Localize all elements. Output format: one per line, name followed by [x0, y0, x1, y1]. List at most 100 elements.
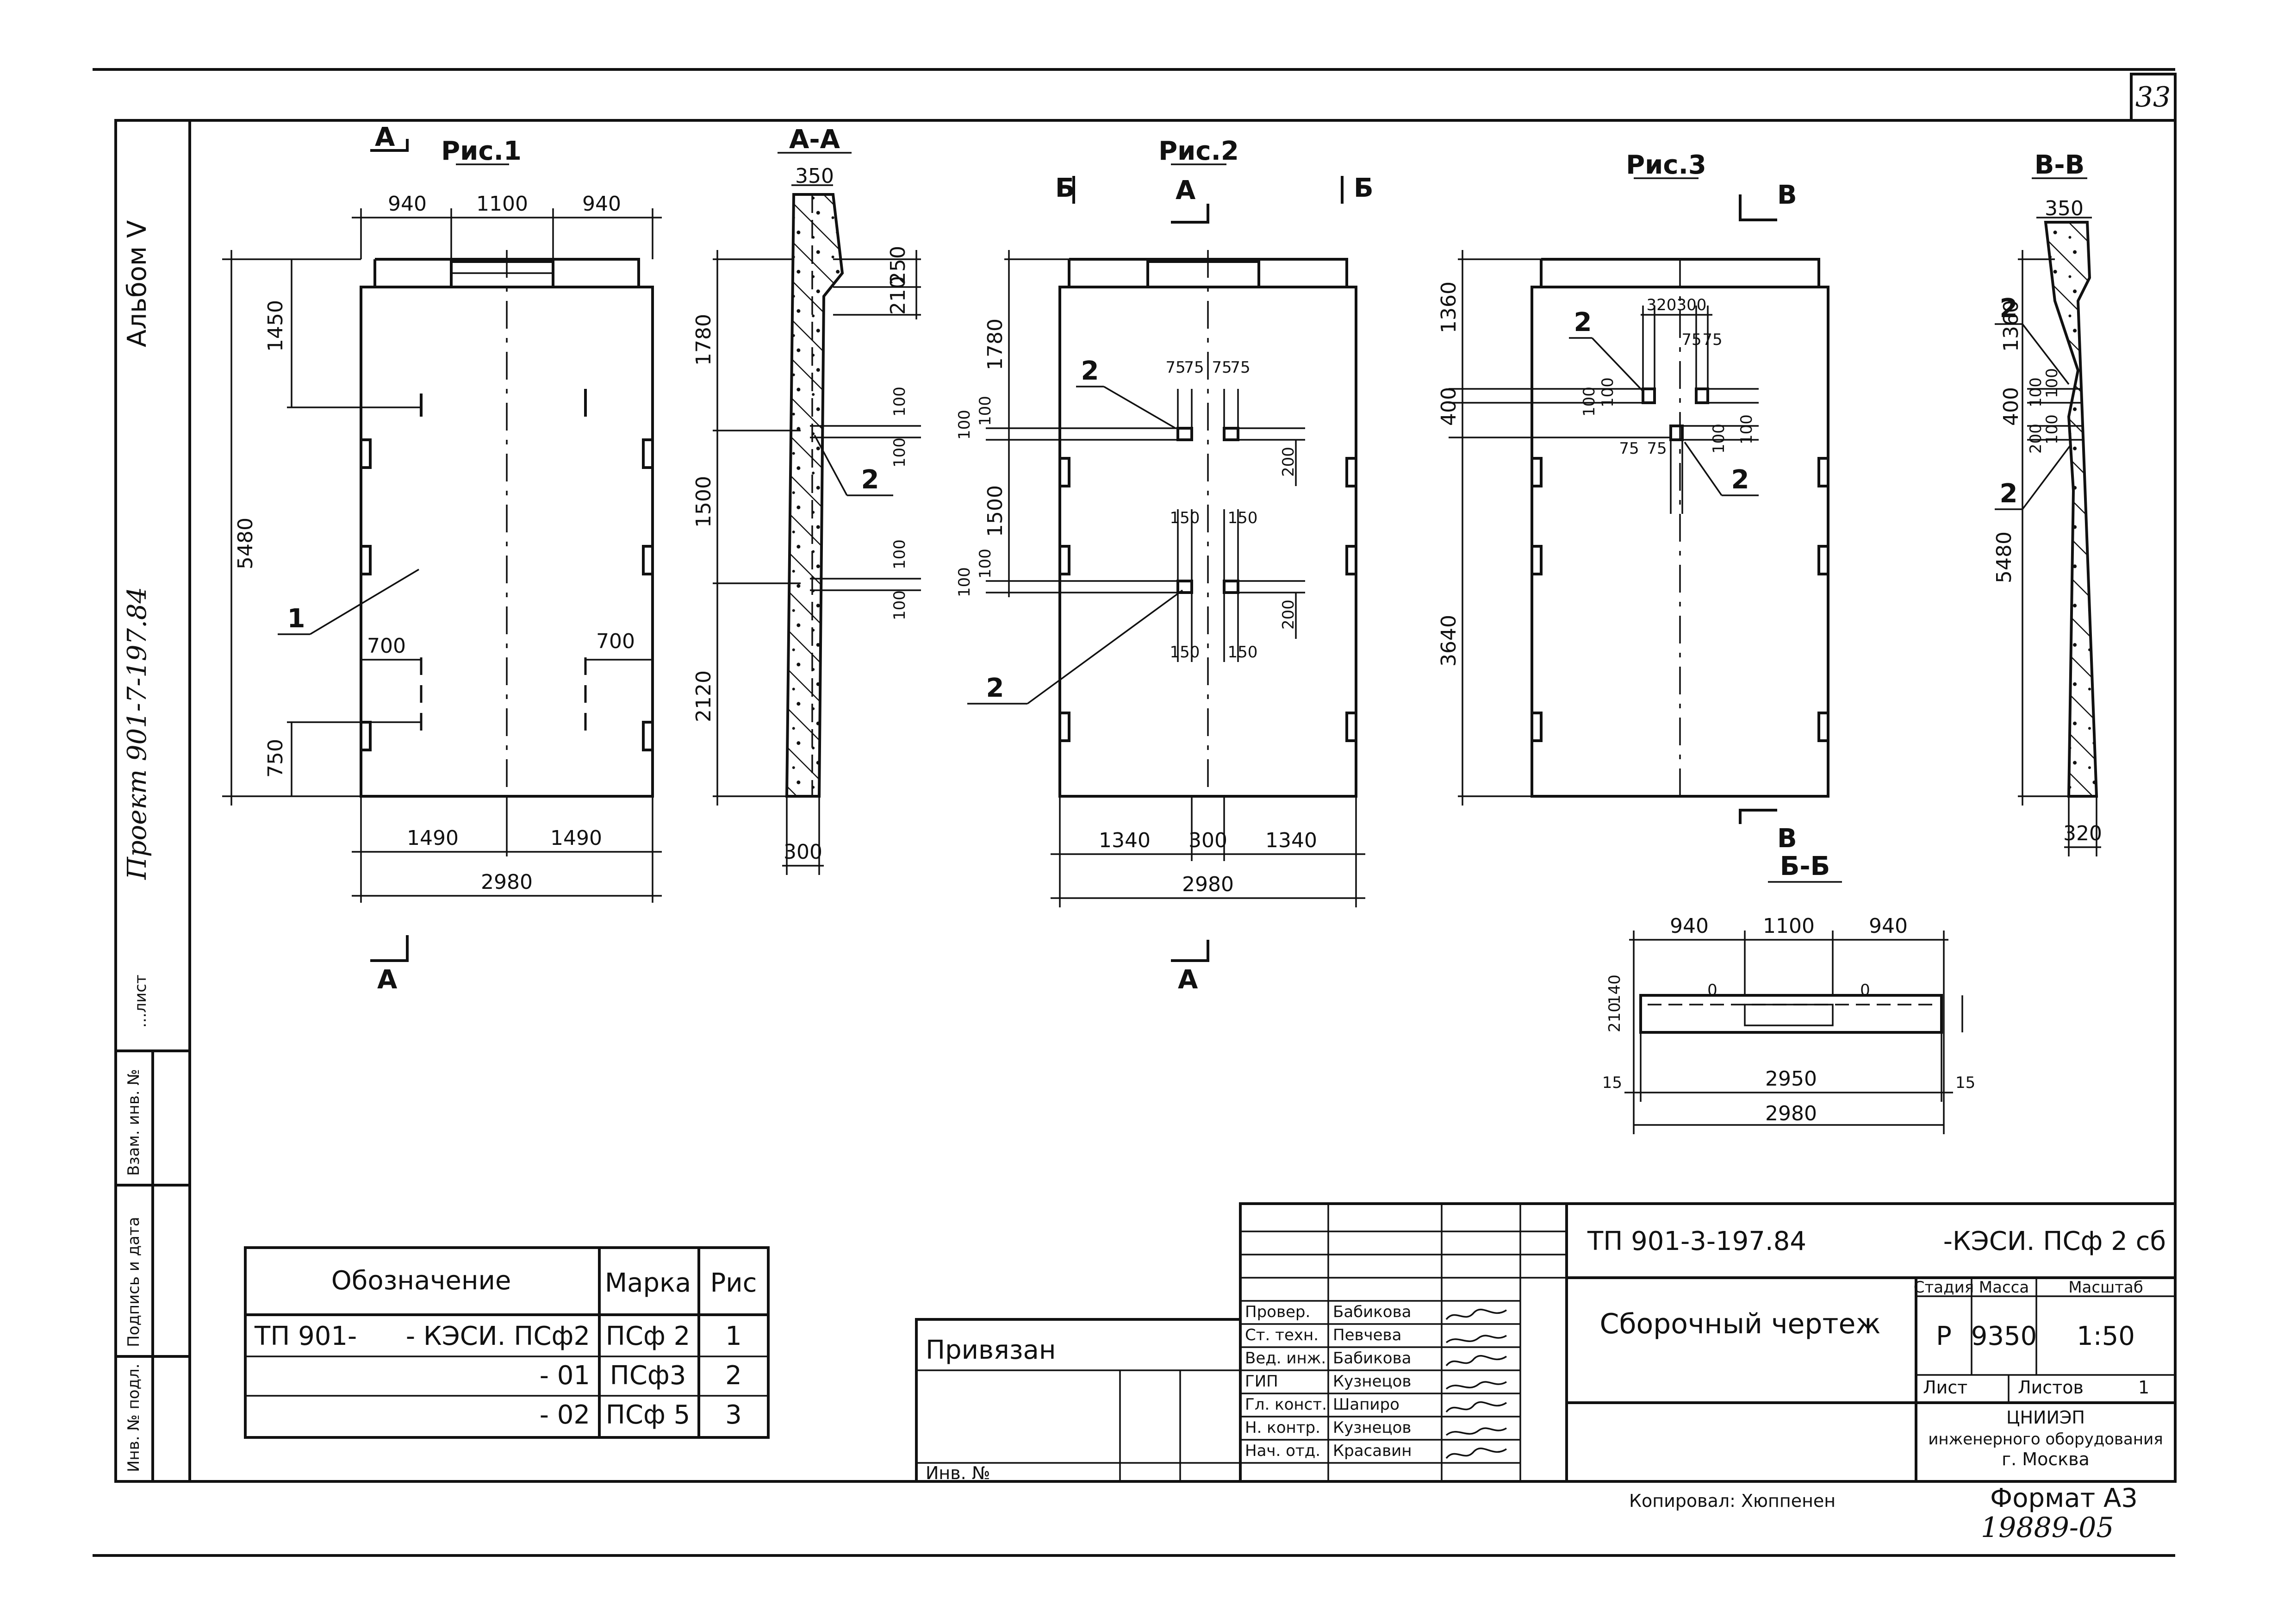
side-cut-label: ...лист: [131, 974, 150, 1028]
fig2-dim-75-d: 75: [1230, 358, 1250, 377]
section-vv-dim-200: 200: [2027, 424, 2045, 454]
fig2-dim-100-d: 100: [976, 549, 995, 579]
sheet-label: Лист: [1923, 1377, 1967, 1398]
role-2: Вед. инж.: [1245, 1349, 1326, 1368]
roles-list: Провер. Бабикова Ст. техн. Певчева Вед. …: [1240, 1300, 1520, 1464]
header-mass: Масса: [1979, 1278, 2029, 1297]
spec-row1-fig: 1: [725, 1321, 742, 1351]
role-5: Н. контр.: [1245, 1418, 1320, 1437]
section-bb-dim-15-right: 15: [1955, 1074, 1975, 1092]
spec-row2-suffix: - 01: [540, 1361, 590, 1391]
sheets-count: 1: [2138, 1377, 2149, 1398]
section-aa-dim-100-c: 100: [890, 539, 909, 569]
fig1-dim-1450: 1450: [264, 300, 287, 352]
role-6: Нач. отд.: [1245, 1442, 1320, 1460]
fig3-dim-400: 400: [1437, 387, 1461, 426]
fig3-cut-v-top: В: [1777, 180, 1797, 210]
fig1-dim-750: 750: [264, 739, 287, 778]
fig2-dim-1500: 1500: [983, 485, 1007, 537]
spec-row1-mark: ПСф 2: [606, 1321, 691, 1351]
fig3-dim-320: 320: [1647, 296, 1677, 314]
fig3-dim-100-a: 100: [1580, 387, 1599, 417]
section-bb-dim-210: 210: [1605, 1002, 1624, 1032]
fig2-dim-75-b: 75: [1184, 358, 1204, 377]
spec-header-fig: Рис: [710, 1268, 757, 1298]
fig3-dim-75-a: 75: [1681, 331, 1701, 349]
section-vv-dim-bottom: 320: [2063, 822, 2102, 845]
mass-value: 9350: [1971, 1321, 2037, 1351]
header-stage: Стадия: [1914, 1278, 1974, 1297]
role-6-name: Красавин: [1333, 1442, 1412, 1460]
fig1-dim-bottom-right: 1490: [550, 826, 602, 850]
section-aa-dim-top: 350: [795, 164, 834, 188]
spec-row3-fig: 3: [725, 1400, 742, 1430]
section-vv-callout-a: 2: [2000, 294, 2018, 324]
project-side-label: Проект 901-7-197.84: [122, 587, 152, 880]
fig1-dim-5480: 5480: [234, 518, 257, 569]
section-bb-dim-15-left: 15: [1602, 1074, 1622, 1092]
org-line-3: г. Москва: [2002, 1449, 2090, 1469]
section-aa-dim-250: 250: [886, 246, 910, 285]
section-aa-dim-2120: 2120: [692, 670, 716, 722]
role-1: Ст. техн.: [1245, 1326, 1319, 1344]
role-0: Провер.: [1245, 1303, 1310, 1321]
section-aa-callout: 2: [861, 465, 879, 495]
section-bb-dim-top-right: 940: [1869, 914, 1908, 938]
fig2-cut-b-right: Б: [1354, 173, 1374, 203]
section-vv-callout-b: 2: [2000, 479, 2018, 509]
section-b-b: Б-Б 940 1100 940 0 0 210 140 15 2950 15 …: [1602, 851, 1975, 1134]
doc-code: ТП 901-3-197.84: [1587, 1226, 1806, 1256]
side-col-replace: Взам. инв. №: [124, 1069, 143, 1176]
section-vv-dim-400: 400: [1999, 387, 2023, 426]
fig2-dim-bottom-mid: 300: [1188, 829, 1227, 852]
fig1-dim-total: 2980: [481, 870, 533, 894]
section-aa-dim-210: 210: [886, 276, 910, 315]
section-aa-dim-1500: 1500: [692, 476, 716, 528]
format-label: Формат А3: [1990, 1483, 2138, 1513]
spec-header-designation: Обозначение: [331, 1266, 511, 1296]
fig2-callout-b: 2: [986, 673, 1004, 703]
role-3-name: Кузнецов: [1333, 1372, 1411, 1391]
fig3-dim-3640: 3640: [1437, 615, 1461, 667]
fig2-dim-75-c: 75: [1212, 358, 1232, 377]
fig2-dim-150-b: 150: [1228, 509, 1258, 527]
section-vv-dim-1360: 1360: [1999, 300, 2023, 352]
spec-row2-mark: ПСф3: [610, 1361, 686, 1391]
section-vv-dim-100-a: 100: [2027, 377, 2045, 407]
spec-header-mark: Марка: [605, 1268, 691, 1298]
fig1-dim-top-right: 940: [582, 192, 621, 216]
album-label: Альбом V: [122, 220, 152, 347]
fig3-dim-75-d: 75: [1647, 439, 1667, 458]
fig2-dim-bottom-right: 1340: [1265, 829, 1317, 852]
fig2-dim-150-d: 150: [1228, 643, 1258, 662]
figure-2: Рис.2 Б А Б А: [955, 136, 1374, 995]
fig2-dim-1780: 1780: [983, 319, 1007, 370]
fig2-callout-a: 2: [1081, 356, 1099, 386]
section-vv-dim-top: 350: [2045, 197, 2084, 220]
figure-3: Рис.3 В В 320 300 75 75 75 75: [1437, 150, 1829, 854]
fig3-callout-a: 2: [1574, 307, 1592, 337]
section-bb-dim-top-mid: 1100: [1763, 914, 1815, 938]
fig1-dim-top-left: 940: [388, 192, 427, 216]
fig3-dim-1360: 1360: [1437, 281, 1461, 333]
inv-label: Инв. №: [926, 1463, 990, 1483]
fig1-cut-a-bottom: А: [377, 965, 398, 995]
role-3: ГИП: [1245, 1372, 1278, 1391]
signatures: [1445, 1308, 1507, 1459]
spec-row1-suffix: - КЭСИ. ПСф2: [406, 1321, 590, 1351]
fig2-dim-total: 2980: [1182, 873, 1234, 896]
fig2-cut-a-top: А: [1176, 175, 1196, 206]
fig3-dim-100-c: 100: [1710, 424, 1728, 454]
fig1-dim-700-right: 700: [596, 630, 635, 653]
side-col-inv: Инв. № подл.: [124, 1363, 143, 1472]
spec-row3-suffix: - 02: [540, 1400, 590, 1430]
fig1-cut-a-top: А: [375, 122, 395, 152]
role-1-name: Певчева: [1333, 1326, 1401, 1344]
section-vv-dim-100-c: 100: [2043, 414, 2061, 444]
fig1-dim-top-mid: 1100: [476, 192, 528, 216]
fig2-cut-a-bottom: А: [1178, 965, 1198, 995]
fig2-dim-100-b: 100: [976, 396, 995, 426]
doc-code-right: -КЭСИ. ПСф 2 сб: [1943, 1226, 2166, 1256]
fig3-dim-100-d: 100: [1737, 414, 1756, 444]
fig3-callout-b: 2: [1731, 465, 1749, 495]
